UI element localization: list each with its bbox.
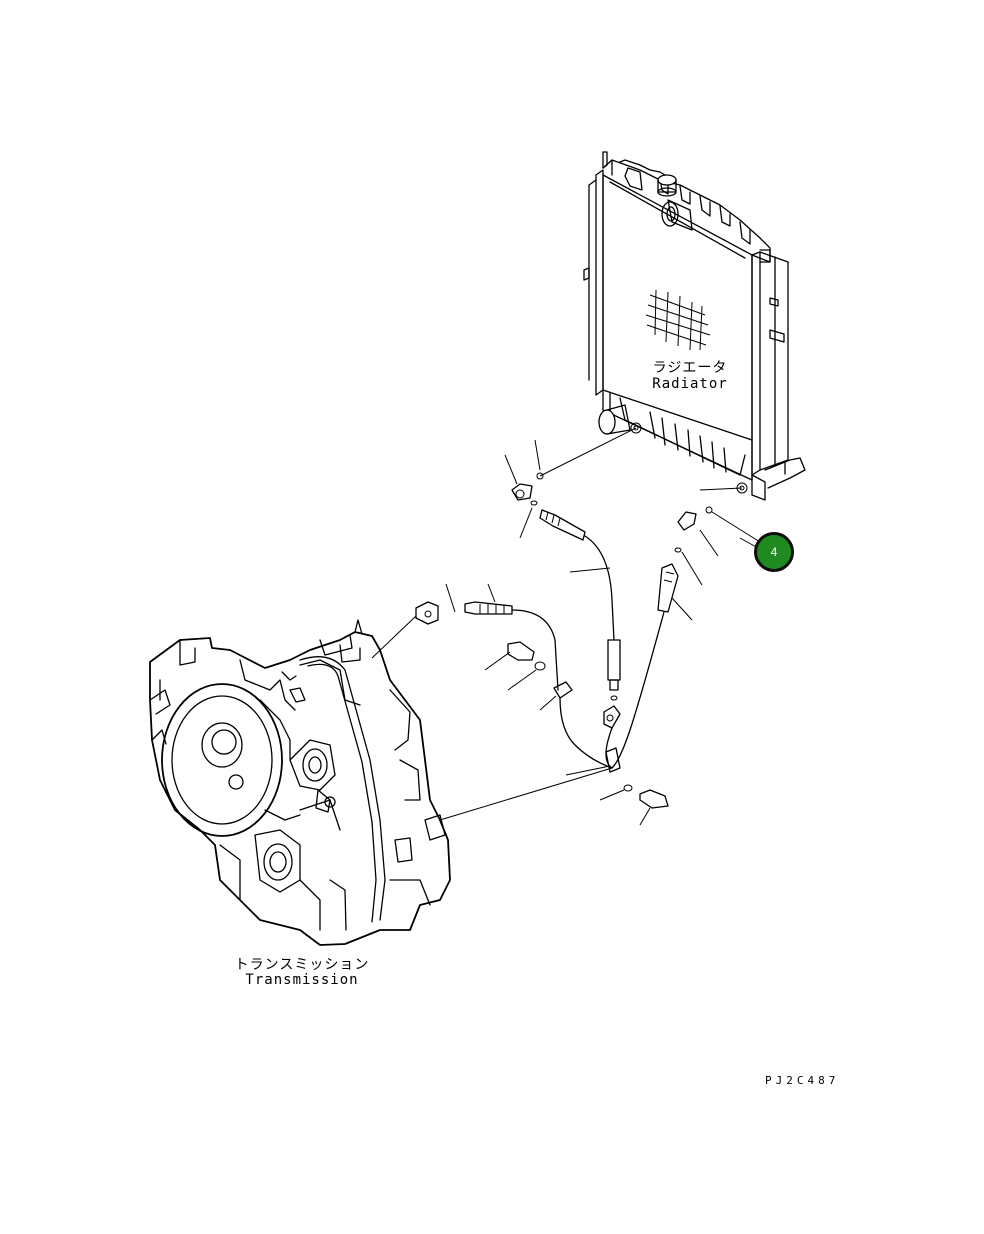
callout-number-4[interactable]: 4 [754,532,794,572]
radiator-label-en: Radiator [652,376,728,392]
radiator-label-jp: ラジエータ [652,360,728,376]
oil-cooler-piping [371,427,761,826]
transmission-label-jp: トランスミッション [234,957,370,973]
radiator-assembly [583,151,806,501]
drawing-code: PJ2C487 [765,1074,840,1087]
transmission-label-en: Transmission [245,972,359,988]
core-hatch-icon [645,289,711,351]
transmission-assembly [149,619,451,946]
